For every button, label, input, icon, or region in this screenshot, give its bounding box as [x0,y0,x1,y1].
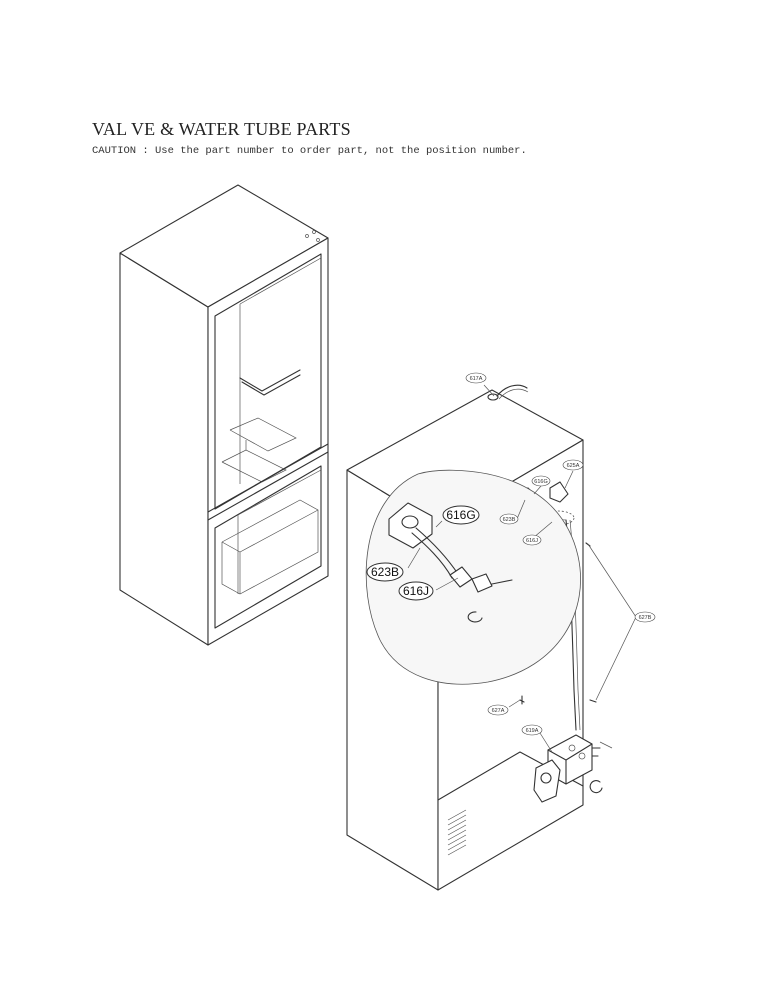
svg-text:623B: 623B [371,565,399,579]
leader-lines [407,384,637,753]
callout-625A: 625A [562,459,584,471]
rear-vent-grille [447,809,467,856]
callout-616J-detail: 616J [398,581,434,601]
callout-616G-detail: 616G [442,505,480,525]
svg-text:619A: 619A [526,728,539,734]
refrigerator-front-view [119,184,329,646]
page-title: VAL VE & WATER TUBE PARTS [92,119,351,139]
svg-text:616G: 616G [446,508,475,522]
svg-text:616J: 616J [403,584,429,598]
part-callouts: 617A 625A 616G 623B 616J 627B 627A 619A [465,372,656,736]
caution-note: CAUTION : Use the part number to order p… [92,145,527,157]
svg-text:627A: 627A [492,708,505,714]
callout-619A: 619A [521,724,543,736]
callout-617A: 617A [465,372,487,384]
callout-627B: 627B [634,611,656,623]
svg-text:627B: 627B [639,615,652,621]
callout-616J: 616J [522,534,542,546]
water-valve-assembly [519,695,601,803]
svg-text:623B: 623B [503,517,516,523]
callout-623B: 623B [499,513,519,525]
callout-627A: 627A [487,704,509,716]
callout-616G: 616G [531,475,551,487]
svg-text:616J: 616J [526,538,538,544]
detail-zoom-bubble [365,469,581,685]
svg-text:617A: 617A [470,376,483,382]
detail-callouts: 616G 623B 616J [366,505,480,601]
svg-text:616G: 616G [534,479,547,485]
callout-623B-detail: 623B [366,562,404,582]
svg-text:625A: 625A [567,463,580,469]
